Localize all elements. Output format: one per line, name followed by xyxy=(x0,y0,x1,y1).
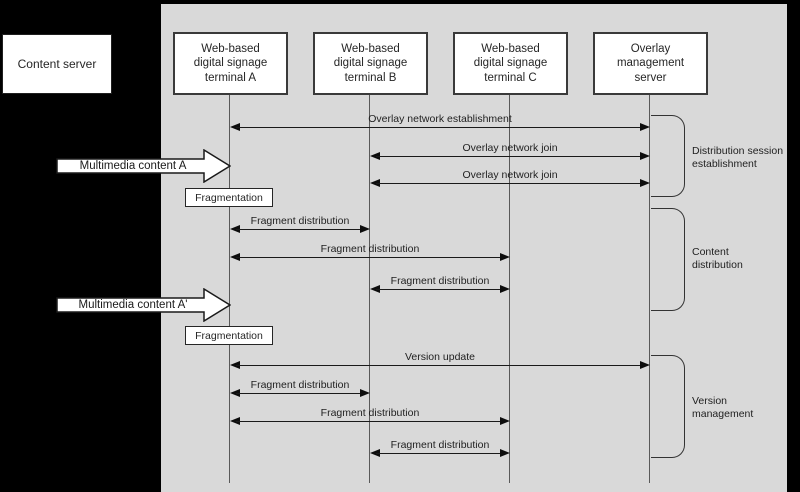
arrowhead-left-icon xyxy=(230,417,240,425)
block-arrow-shape-icon xyxy=(56,149,231,183)
message-line xyxy=(376,183,644,184)
lifeline-terminal-b xyxy=(369,94,370,483)
actor-terminal-a: Web-based digital signage terminal A xyxy=(173,32,288,95)
arrowhead-right-icon xyxy=(500,417,510,425)
section-label-version-management: Version management xyxy=(692,395,754,420)
arrowhead-right-icon xyxy=(360,389,370,397)
message-line xyxy=(236,229,364,230)
message-line xyxy=(236,421,504,422)
arrowhead-right-icon xyxy=(500,285,510,293)
fragmentation-box-2: Fragmentation xyxy=(185,326,273,345)
arrowhead-left-icon xyxy=(370,152,380,160)
message-label: Fragment distribution xyxy=(250,215,350,227)
section-bracket-content-distribution xyxy=(651,208,685,311)
arrowhead-left-icon xyxy=(230,361,240,369)
message-line xyxy=(236,365,644,366)
message-line xyxy=(376,156,644,157)
message-label: Fragment distribution xyxy=(320,407,420,419)
block-arrow-label: Multimedia content A' xyxy=(78,299,188,311)
actor-terminal-c: Web-based digital signage terminal C xyxy=(453,32,568,95)
section-label-content-distribution: Content distribution xyxy=(692,246,743,271)
arrowhead-left-icon xyxy=(230,389,240,397)
arrowhead-left-icon xyxy=(370,285,380,293)
arrowhead-left-icon xyxy=(370,179,380,187)
section-label-distribution-session: Distribution session establishment xyxy=(692,145,784,170)
arrowhead-right-icon xyxy=(360,225,370,233)
message-label: Fragment distribution xyxy=(390,439,490,451)
actor-overlay-management-server: Overlay management server xyxy=(593,32,708,95)
message-line xyxy=(236,127,644,128)
message-label: Fragment distribution xyxy=(320,243,420,255)
arrowhead-right-icon xyxy=(500,449,510,457)
arrowhead-left-icon xyxy=(230,123,240,131)
actor-terminal-b: Web-based digital signage terminal B xyxy=(313,32,428,95)
block-arrow-multimedia-content-a: Multimedia content A xyxy=(56,149,231,183)
arrowhead-right-icon xyxy=(640,152,650,160)
message-label: Fragment distribution xyxy=(250,379,350,391)
arrowhead-right-icon xyxy=(500,253,510,261)
block-arrow-label: Multimedia content A xyxy=(79,160,187,172)
message-label: Overlay network join xyxy=(462,142,558,154)
section-bracket-distribution-session xyxy=(651,115,685,197)
block-arrow-shape-icon xyxy=(56,288,231,322)
message-label: Version update xyxy=(404,351,476,363)
arrowhead-right-icon xyxy=(640,361,650,369)
arrowhead-right-icon xyxy=(640,179,650,187)
block-arrow-multimedia-content-a-prime: Multimedia content A' xyxy=(56,288,231,322)
message-line xyxy=(236,257,504,258)
message-line xyxy=(376,453,504,454)
message-line xyxy=(236,393,364,394)
section-bracket-version-management xyxy=(651,355,685,458)
arrowhead-left-icon xyxy=(370,449,380,457)
message-label: Fragment distribution xyxy=(390,275,490,287)
lifeline-overlay-server xyxy=(649,94,650,483)
message-label: Overlay network establishment xyxy=(368,113,512,125)
arrowhead-left-icon xyxy=(230,253,240,261)
lifeline-terminal-a xyxy=(229,94,230,483)
message-label: Overlay network join xyxy=(462,169,558,181)
fragmentation-box-1: Fragmentation xyxy=(185,188,273,207)
content-server-box: Content server xyxy=(2,34,112,94)
arrowhead-left-icon xyxy=(230,225,240,233)
message-line xyxy=(376,289,504,290)
arrowhead-right-icon xyxy=(640,123,650,131)
